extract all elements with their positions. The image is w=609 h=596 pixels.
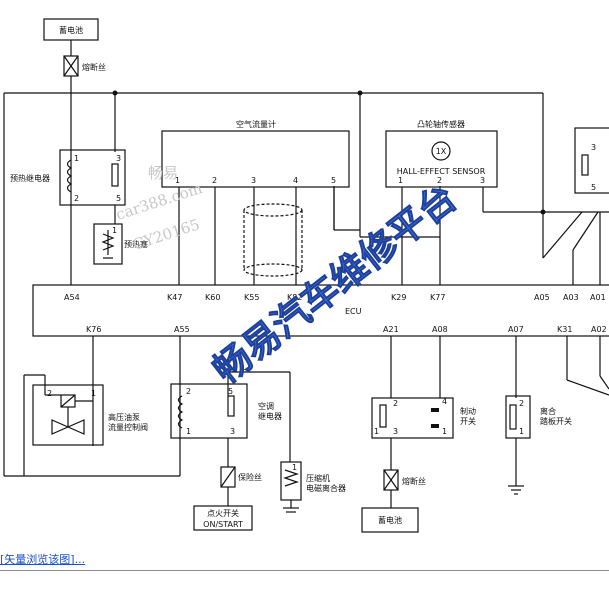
ecu-pin-top: K47 — [167, 293, 182, 302]
ecu-pin-bottom: A02 — [591, 325, 607, 334]
maf-pin: 2 — [212, 176, 217, 185]
ecu-pin-top: K55 — [244, 293, 259, 302]
air-flow-meter-label: 空气流量计 — [236, 119, 276, 129]
comp-pin: 1 — [292, 463, 297, 472]
ac-relay-pin: 1 — [186, 427, 191, 436]
preheat-relay-pin: 1 — [74, 154, 79, 163]
watermark-line1: 畅易 — [148, 164, 178, 182]
brake-switch-box — [371, 397, 454, 439]
right-relay-pin: 5 — [591, 183, 596, 192]
cam-pin: 2 — [437, 176, 442, 185]
brake-relay-pin: 2 — [393, 399, 398, 408]
preheat-relay-box — [59, 149, 126, 206]
ignition-switch-state: ON/START — [203, 520, 243, 529]
ignition-switch-box — [193, 505, 253, 531]
clutch-pin: 1 — [519, 427, 524, 436]
brake-relay-pin: 3 — [393, 427, 398, 436]
ecu-pin-bottom: A07 — [508, 325, 524, 334]
ac-fuse-label: 保险丝 — [238, 472, 262, 482]
footer-divider — [0, 570, 609, 571]
ac-relay-label: 空调继电器 — [258, 401, 282, 421]
vector-view-link[interactable]: [矢量浏览该图]... — [0, 553, 86, 566]
clutch-switch-label: 离合踏板开关 — [540, 406, 572, 426]
camshaft-sensor-box — [385, 130, 498, 188]
ecu-box — [32, 284, 609, 337]
ecu-pin-top: K29 — [391, 293, 406, 302]
ecu-label: ECU — [345, 307, 362, 316]
cam-pin: 3 — [480, 176, 485, 185]
glow-plug-box — [93, 223, 123, 265]
ignition-switch-label: 点火开关 — [207, 508, 239, 518]
brake-switch-label: 制动开关 — [460, 406, 476, 426]
clutch-switch-box — [505, 395, 531, 439]
ecu-pin-bottom: K76 — [86, 325, 101, 334]
compressor-clutch-box — [280, 461, 302, 501]
brake-switch-pin: 1 — [442, 427, 447, 436]
maf-pin: 4 — [293, 176, 298, 185]
ecu-pin-bottom: K31 — [557, 325, 572, 334]
preheat-relay-label: 预热继电器 — [10, 173, 50, 183]
hp-pump-valve-label: 高压油泵流量控制阀 — [108, 412, 148, 432]
ac-relay-pin: 3 — [230, 427, 235, 436]
watermark-big: 畅易汽车维修平台 — [205, 176, 465, 392]
ecu-pin-top: A03 — [563, 293, 579, 302]
pump-pin: 2 — [47, 389, 52, 398]
air-flow-meter-box — [161, 130, 350, 188]
brake-switch-pin: 4 — [442, 397, 447, 406]
hall-effect-symbol — [431, 141, 451, 161]
ecu-pin-bottom: A21 — [383, 325, 399, 334]
right-relay-pin: 3 — [591, 143, 596, 152]
ecu-pin-top: A54 — [64, 293, 80, 302]
fuse-top-label: 熔断丝 — [82, 62, 106, 72]
preheat-relay-pin: 3 — [116, 154, 121, 163]
ecu-pin-top: K82 — [287, 293, 302, 302]
maf-pin: 3 — [251, 176, 256, 185]
ecu-pin-top: K60 — [205, 293, 220, 302]
hp-pump-valve-box — [32, 384, 104, 446]
ecu-pin-bottom: A08 — [432, 325, 448, 334]
ecu-pin-top: A01 — [590, 293, 606, 302]
preheat-relay-pin: 2 — [74, 194, 79, 203]
hall-sensor-label: HALL-EFFECT SENSOR — [397, 167, 486, 176]
watermark-line3: CY20165 — [131, 215, 202, 253]
brake-relay-pin: 1 — [374, 427, 379, 436]
battery-top-label: 蓄电池 — [59, 25, 83, 35]
fuse-bottom-label: 熔断丝 — [402, 476, 426, 486]
ac-relay-pin: 2 — [186, 387, 191, 396]
maf-pin: 5 — [331, 176, 336, 185]
preheat-relay-pin: 5 — [116, 194, 121, 203]
cam-pin: 1 — [398, 176, 403, 185]
wiring-diagram: 蓄电池 熔断丝 预热继电器 预热塞 空气流量计 凸轮轴传感器 HALL-EFFE… — [3, 18, 609, 533]
camshaft-sensor-label: 凸轮轴传感器 — [417, 119, 465, 129]
ac-relay-box — [170, 383, 248, 439]
glow-pin: 1 — [112, 226, 117, 235]
clutch-pin: 2 — [519, 399, 524, 408]
glow-plug-label: 预热塞 — [124, 239, 148, 249]
brake-switch-contact — [431, 408, 439, 428]
pump-pin: 1 — [91, 389, 96, 398]
ecu-pin-bottom: A55 — [174, 325, 190, 334]
hall-symbol-label: 1X — [436, 147, 447, 156]
maf-pin: 1 — [175, 176, 180, 185]
compressor-clutch-label: 压缩机电磁离合器 — [306, 473, 346, 493]
battery-bottom-box — [361, 507, 419, 533]
ac-relay-pin: 5 — [228, 387, 233, 396]
ecu-pin-top: A05 — [534, 293, 550, 302]
right-relay-box — [574, 127, 609, 194]
ecu-pin-top: K77 — [430, 293, 445, 302]
battery-bottom-label: 蓄电池 — [378, 515, 402, 525]
